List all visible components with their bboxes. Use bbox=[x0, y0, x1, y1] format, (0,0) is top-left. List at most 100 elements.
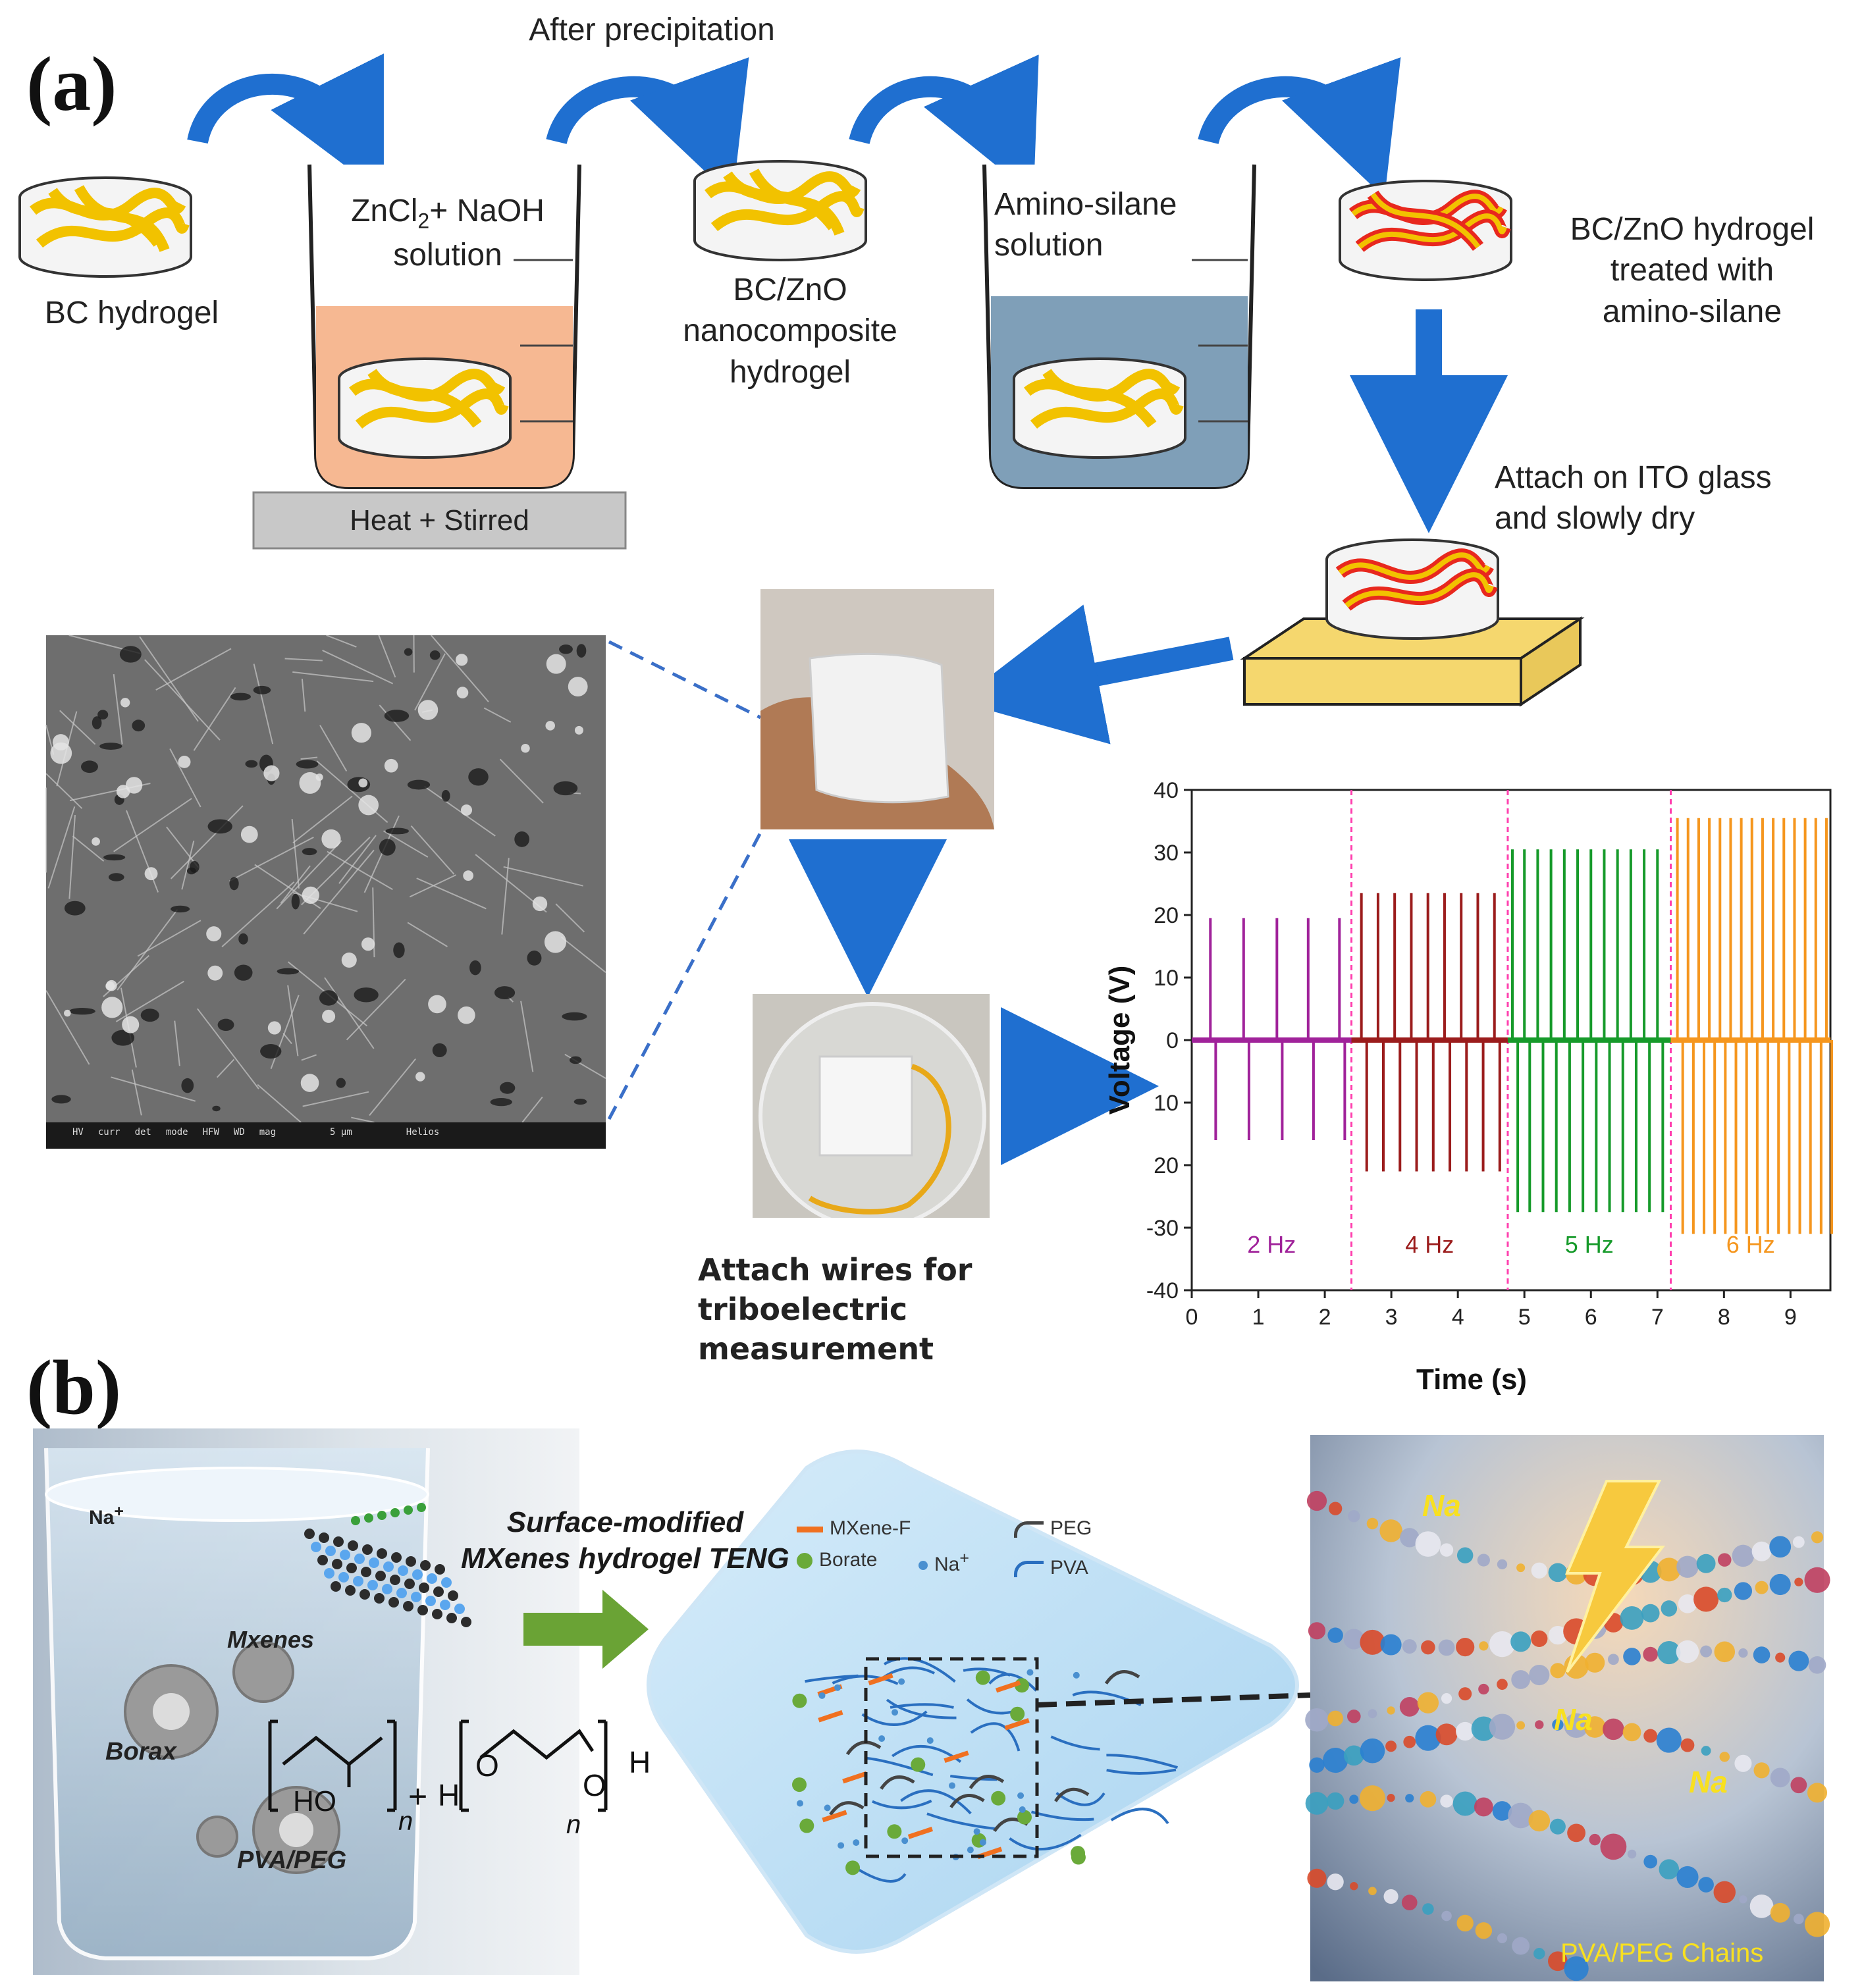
sem-particle bbox=[351, 723, 371, 743]
sem-fiber bbox=[139, 636, 199, 722]
chain-bead bbox=[1471, 1716, 1496, 1741]
label-attach-ito: Attach on ITO glass and slowly dry bbox=[1495, 458, 1837, 540]
sem-fiber bbox=[327, 850, 393, 891]
y-tick-label: 0 bbox=[1166, 1028, 1179, 1053]
beaker-na-sup: + bbox=[114, 1502, 124, 1521]
formula-h2: H bbox=[629, 1745, 651, 1779]
na-dot bbox=[838, 1842, 845, 1849]
legend-na-dot bbox=[919, 1561, 928, 1571]
chain-bead bbox=[1770, 1767, 1790, 1788]
mxene-atom bbox=[454, 1604, 465, 1614]
pva-chain bbox=[861, 1710, 928, 1726]
y-tick-label: 10 bbox=[1154, 966, 1179, 991]
chain-na-2: Na bbox=[1554, 1702, 1593, 1737]
mxene-atom bbox=[354, 1554, 365, 1564]
sem-fiber bbox=[407, 922, 448, 947]
mxene-atom bbox=[333, 1536, 344, 1547]
mxene-atom bbox=[359, 1589, 370, 1600]
mxene-flake bbox=[907, 1827, 934, 1839]
pva-chain bbox=[805, 1674, 859, 1683]
na-dot bbox=[853, 1839, 860, 1846]
chain-bead bbox=[1769, 1573, 1791, 1596]
chain-bead bbox=[1347, 1710, 1361, 1723]
sem-fiber bbox=[301, 1054, 317, 1061]
chain-bead bbox=[1403, 1735, 1416, 1748]
chain-bead bbox=[1603, 1718, 1624, 1740]
sem-fiber bbox=[520, 1001, 534, 1072]
sem-fiber bbox=[257, 1084, 302, 1123]
label-attach-1: Attach on ITO glass bbox=[1495, 460, 1772, 495]
na-dot bbox=[1019, 1806, 1026, 1814]
sem-pore bbox=[207, 819, 232, 834]
sem-pore bbox=[404, 648, 413, 656]
x-tick-label: 4 bbox=[1452, 1305, 1464, 1330]
mxene-flake bbox=[944, 1750, 969, 1763]
series-6-hz: 6 Hz bbox=[1670, 818, 1834, 1258]
chain-bead bbox=[1359, 1785, 1386, 1812]
mxene-atom bbox=[441, 1577, 452, 1588]
na-dot bbox=[1073, 1671, 1080, 1679]
chain-bead bbox=[1415, 1725, 1441, 1751]
chain-bead bbox=[1511, 1670, 1530, 1689]
sem-pore bbox=[119, 646, 142, 663]
chain-bead bbox=[1548, 1563, 1568, 1583]
legend-peg-label: PEG bbox=[1050, 1517, 1092, 1539]
sem-particle bbox=[50, 742, 72, 764]
borate-dot bbox=[975, 1670, 990, 1685]
chain-bead bbox=[1770, 1902, 1790, 1923]
chain-bead bbox=[1305, 1708, 1329, 1732]
chain-bead bbox=[1804, 1912, 1830, 1937]
chain-bead bbox=[1422, 1903, 1434, 1915]
sem-pore bbox=[291, 893, 300, 910]
hand-photo bbox=[760, 589, 994, 829]
sem-particle bbox=[532, 896, 548, 912]
na-dot bbox=[1026, 1669, 1034, 1676]
pva-chain bbox=[1110, 1808, 1169, 1825]
y-tick-label: -40 bbox=[1146, 1278, 1179, 1303]
chain-bead bbox=[1734, 1754, 1752, 1772]
label-beaker2: Amino-silane solution bbox=[994, 184, 1231, 267]
chain-bead bbox=[1807, 1783, 1828, 1803]
mxene-flake bbox=[996, 1680, 1021, 1693]
chain-bead bbox=[1402, 1639, 1417, 1654]
sem-particle bbox=[341, 952, 357, 968]
na-dot bbox=[818, 1692, 826, 1699]
chain-bead bbox=[1548, 1625, 1568, 1645]
sem-fiber bbox=[47, 806, 76, 889]
label-treated-3: amino-silane bbox=[1602, 294, 1782, 329]
zoom-line-bottom bbox=[607, 831, 762, 1120]
formula-n2: n bbox=[566, 1810, 581, 1839]
chain-bead bbox=[1306, 1490, 1327, 1511]
mxene-atom bbox=[369, 1557, 379, 1568]
pva-chain bbox=[970, 1722, 1021, 1752]
pva-chain bbox=[882, 1666, 935, 1679]
sem-particle bbox=[458, 1006, 475, 1024]
borate-dot bbox=[991, 1791, 1006, 1806]
chain-bead bbox=[1327, 1710, 1344, 1727]
sem-fiber bbox=[72, 835, 105, 862]
sem-pore bbox=[500, 1082, 516, 1094]
sem-footer: HV curr det mode HFW WD mag 5 μm Helios bbox=[72, 1127, 599, 1138]
chain-bead bbox=[1755, 1581, 1769, 1594]
chain-bead bbox=[1497, 1679, 1508, 1690]
mxene-atom bbox=[319, 1532, 329, 1543]
sem-pore bbox=[277, 968, 300, 975]
sem-footer-hfw: HFW bbox=[202, 1127, 219, 1138]
chain-bead bbox=[1516, 1563, 1526, 1573]
mxene-atom bbox=[383, 1561, 394, 1572]
legend-borate: Borate bbox=[797, 1549, 877, 1571]
sem-pore bbox=[51, 1095, 71, 1104]
sem-fiber bbox=[379, 704, 412, 741]
sem-fiber bbox=[431, 635, 489, 702]
sem-particle bbox=[322, 1009, 336, 1023]
chain-bead bbox=[1794, 1577, 1803, 1586]
chain-bead bbox=[1383, 1889, 1398, 1904]
sem-footer-wd: WD bbox=[233, 1127, 245, 1138]
sem-particle bbox=[64, 1009, 71, 1017]
left-arrow-photo bbox=[957, 604, 1234, 745]
chain-bead bbox=[1564, 1713, 1589, 1739]
na-dot bbox=[797, 1800, 804, 1807]
chain-bead bbox=[1401, 1895, 1418, 1910]
sem-particle bbox=[240, 825, 258, 843]
